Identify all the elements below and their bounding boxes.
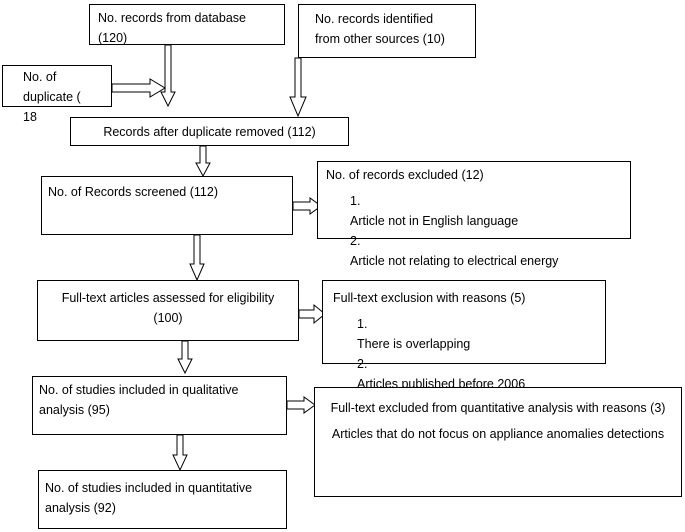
duplicate-box: No. of duplicate ( 18 [2, 65, 112, 124]
list-item: 2.Article not relating to electrical ene… [350, 234, 559, 268]
arrow-duplicate-right [111, 78, 166, 98]
quantitative-excluded-title: Full-text excluded from quantitative ana… [330, 401, 666, 415]
database-records-box: No. records from database (120) [89, 4, 285, 45]
arrow-eligibility-right [298, 303, 326, 325]
eligibility-box: Full-text articles assessed for eligibil… [37, 280, 299, 341]
arrow-other-sources-down [289, 57, 307, 118]
database-records-text: No. records from database (120) [98, 11, 246, 45]
arrow-database-down [160, 44, 176, 108]
screened-text: No. of Records screened (112) [48, 185, 218, 199]
after-duplicates-text: Records after duplicate removed (112) [103, 125, 316, 139]
arrow-after-duplicates-down [195, 145, 211, 178]
list-item: 1.Article not in English language [350, 194, 519, 228]
arrow-screened-down [189, 234, 205, 282]
qualitative-text: No. of studies included in qualitative a… [39, 383, 239, 417]
quantitative-excluded-reason: Articles that do not focus on appliance … [331, 427, 665, 441]
excluded-list: 1.Article not in English language 2.Arti… [326, 191, 622, 271]
excluded-box: No. of records excluded (12) 1.Article n… [317, 161, 631, 268]
arrow-qualitative-right [286, 396, 316, 414]
excluded-title: No. of records excluded (12) [326, 168, 484, 182]
list-item: 1.There is overlapping [357, 317, 471, 351]
fulltext-exclusion-box: Full-text exclusion with reasons (5) 1.T… [322, 280, 606, 391]
after-duplicates-box: Records after duplicate removed (112) [70, 117, 349, 146]
other-sources-text: No. records identified from other source… [315, 12, 445, 46]
arrow-eligibility-down [177, 340, 193, 375]
duplicate-text: No. of duplicate ( 18 [23, 70, 81, 124]
arrow-qualitative-down [172, 434, 188, 472]
quantitative-text: No. of studies included in quantitative … [45, 481, 253, 515]
fulltext-exclusion-list: 1.There is overlapping 2.Articles publis… [333, 314, 595, 394]
eligibility-text: Full-text articles assessed for eligibil… [61, 291, 275, 325]
arrow-screened-right [292, 197, 322, 215]
fulltext-exclusion-title: Full-text exclusion with reasons (5) [333, 291, 526, 305]
qualitative-box: No. of studies included in qualitative a… [32, 376, 287, 435]
screened-box: No. of Records screened (112) [41, 176, 293, 235]
quantitative-box: No. of studies included in quantitative … [38, 470, 287, 529]
other-sources-box: No. records identified from other source… [298, 4, 476, 58]
quantitative-excluded-box: Full-text excluded from quantitative ana… [314, 387, 682, 497]
